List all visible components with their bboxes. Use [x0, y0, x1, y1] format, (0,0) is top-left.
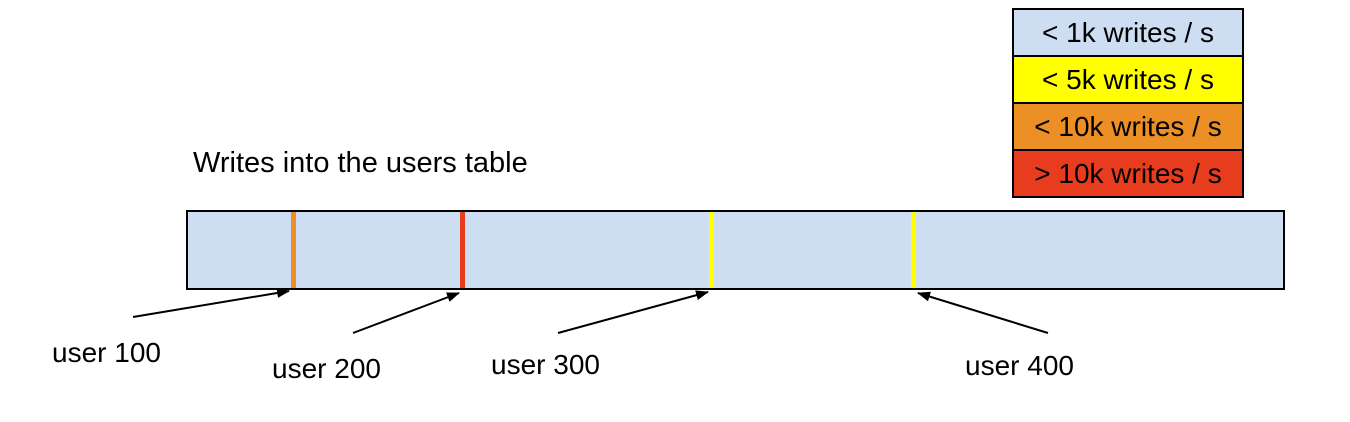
arrow-user-200 — [352, 292, 460, 334]
arrow-user-100 — [132, 288, 290, 318]
legend-item-lt-5k: < 5k writes / s — [1014, 57, 1242, 104]
legend-item-label: < 1k writes / s — [1042, 16, 1214, 48]
arrow-user-400 — [917, 291, 1049, 334]
legend-item-label: < 10k writes / s — [1034, 110, 1222, 142]
write-hotspot-marker-user-300 — [709, 212, 714, 288]
legend-item-lt-1k: < 1k writes / s — [1014, 10, 1242, 57]
diagram-title: Writes into the users table — [193, 147, 528, 179]
user-400-label: user 400 — [965, 350, 1074, 381]
legend-item-gt-10k: > 10k writes / s — [1014, 151, 1242, 196]
users-table-bar — [186, 210, 1285, 290]
write-hotspot-marker-user-400 — [911, 212, 916, 288]
write-rate-legend: < 1k writes / s < 5k writes / s < 10k wr… — [1012, 8, 1244, 198]
legend-item-lt-10k: < 10k writes / s — [1014, 104, 1242, 151]
arrow-user-300 — [557, 290, 709, 334]
write-hotspot-marker-user-100 — [291, 212, 296, 288]
legend-item-label: > 10k writes / s — [1034, 157, 1222, 189]
user-300-label: user 300 — [491, 349, 600, 380]
user-100-label: user 100 — [52, 337, 161, 368]
write-hotspot-marker-user-200 — [460, 212, 465, 288]
legend-item-label: < 5k writes / s — [1042, 63, 1214, 95]
user-200-label: user 200 — [272, 353, 381, 384]
